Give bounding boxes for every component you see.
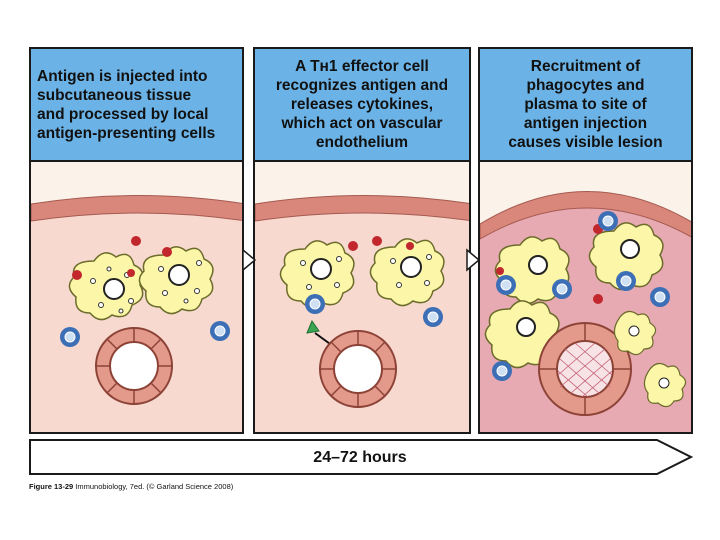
antigen-presenting-cell — [138, 246, 214, 315]
figure-source: Immunobiology, 7ed. (© Garland Science 2… — [73, 482, 234, 491]
lymphocyte — [60, 327, 80, 347]
phagocyte — [643, 362, 687, 408]
cytokine — [306, 319, 320, 334]
antigen-presenting-cell — [369, 238, 445, 307]
figure-caption: Figure 13-29 Immunobiology, 7ed. (© Garl… — [29, 482, 233, 491]
panel-3-caption: Recruitment of phagocytes and plasma to … — [480, 49, 691, 162]
panel-recruitment-lesion: Recruitment of phagocytes and plasma to … — [478, 47, 693, 434]
panel-3-caption-text: Recruitment of phagocytes and plasma to … — [508, 58, 663, 151]
panel-2-caption-text: A Tʜ1 effector cell recognizes antigen a… — [275, 58, 449, 151]
lymphocyte — [496, 275, 516, 295]
antigen-presenting-cell — [588, 222, 664, 291]
panel-1-caption: Antigen is injected into subcutaneous ti… — [31, 49, 242, 162]
panel-th1-recognition: A Tʜ1 effector cell recognizes antigen a… — [253, 47, 471, 434]
blood-vessel-leaky — [538, 322, 632, 416]
antigen — [72, 236, 172, 280]
panel-2-caption: A Tʜ1 effector cell recognizes antigen a… — [255, 49, 469, 162]
lymphocyte — [423, 307, 443, 327]
panel-antigen-injection: Antigen is injected into subcutaneous ti… — [29, 47, 244, 434]
blood-vessel — [319, 330, 397, 408]
lymphocyte — [650, 287, 670, 307]
th1-effector-cell — [305, 294, 325, 314]
lymphocyte — [598, 211, 618, 231]
timeline-arrow — [29, 439, 693, 475]
panel-3-illustration — [480, 162, 691, 432]
step-arrow-1-icon — [242, 248, 256, 272]
panel-1-caption-text: Antigen is injected into subcutaneous ti… — [37, 67, 216, 142]
antigen — [348, 236, 414, 251]
blood-vessel — [95, 327, 173, 405]
antigen-presenting-cell — [279, 240, 355, 309]
lymphocyte — [492, 361, 512, 381]
skin-surface-band — [31, 195, 242, 222]
lymphocyte — [616, 271, 636, 291]
step-arrow-2-icon — [466, 248, 480, 272]
phagocyte — [613, 310, 657, 356]
timeline-label: 24–72 hours — [313, 449, 407, 466]
raised-skin-surface — [480, 191, 691, 240]
panel-1-illustration — [31, 195, 242, 432]
lymphocyte — [552, 279, 572, 299]
lymphocyte — [210, 321, 230, 341]
figure-number: Figure 13-29 — [29, 482, 74, 491]
skin-surface-band — [255, 195, 469, 222]
antigen-presenting-cell — [68, 252, 144, 321]
panel-2-illustration — [255, 195, 469, 432]
